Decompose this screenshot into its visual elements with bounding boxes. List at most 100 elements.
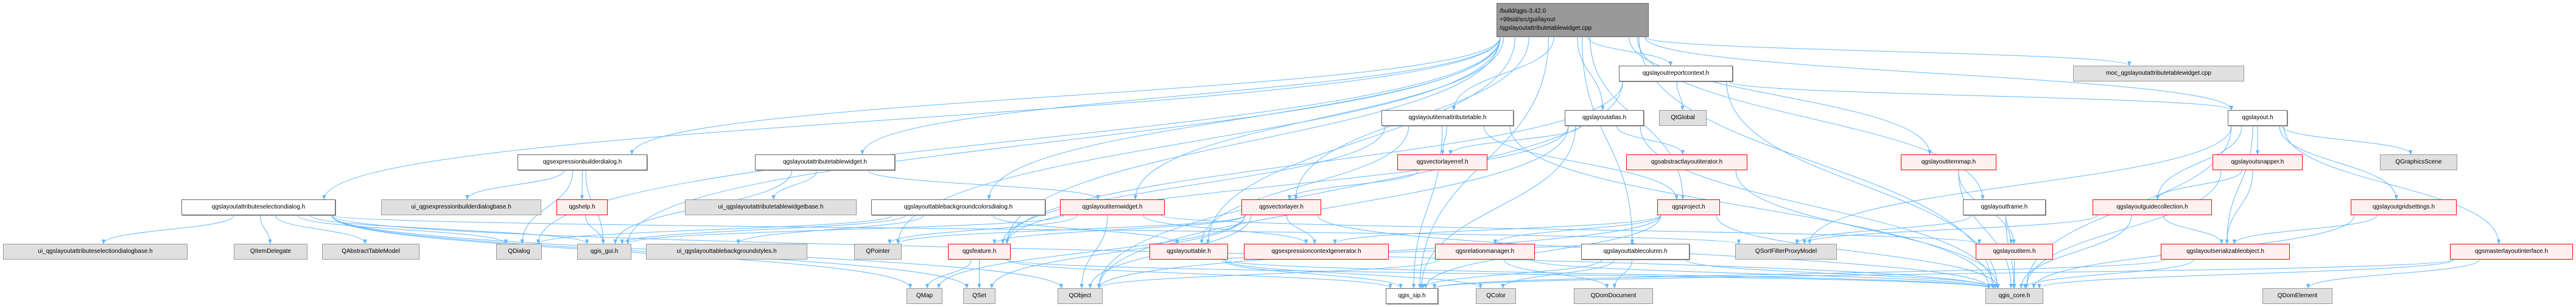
node-snapper[interactable]: qgslayoutsnapper.h xyxy=(2213,154,2303,170)
edge-atlas-to-feature xyxy=(1005,125,1569,244)
edge-snapper-to-serial xyxy=(2225,170,2253,244)
edge-relmgr-to-qobject xyxy=(1097,259,1439,289)
edge-reportcontext-to-layout xyxy=(1728,81,2233,111)
node-atlas[interactable]: qgslayoutatlas.h xyxy=(1565,110,1644,126)
edge-exprdialog-to-qdialog xyxy=(520,170,574,244)
node-vlref[interactable]: qgsvectorlayerref.h xyxy=(1397,154,1487,170)
node-table[interactable]: qgslayouttable.h xyxy=(1149,244,1228,260)
main-file-node[interactable]: /build/qgis-3.42.0+99sid/src/gui/layout /… xyxy=(1497,3,1649,37)
edge-main-to-seldialog xyxy=(322,36,1501,200)
node-serial[interactable]: qgslayoutserializableobject.h xyxy=(2161,244,2290,260)
node-qmap: QMap xyxy=(907,288,942,304)
edge-project-to-sip xyxy=(1423,215,1662,289)
edge-layout-to-guides xyxy=(2155,125,2242,200)
node-feature[interactable]: qgsfeature.h xyxy=(948,244,1011,260)
edge-itemattrtable-to-core xyxy=(1509,125,1992,289)
edge-itemwidget-to-exprgen xyxy=(1142,215,1308,244)
edge-main-to-layout xyxy=(1644,36,2234,111)
node-itemmap[interactable]: qgslayoutitemmap.h xyxy=(1901,154,1996,170)
edge-atlas-to-vlref xyxy=(1448,125,1581,155)
edge-main-to-reportcontext xyxy=(1587,36,1673,66)
edge-master-to-sip xyxy=(1433,259,2454,289)
edge-grid-to-serial xyxy=(2232,215,2378,244)
main-file-label-line: +99sid/src/gui/layout xyxy=(1500,16,1556,23)
edge-main-to-itemmap xyxy=(1629,36,1932,155)
edge-atlas-to-absiter xyxy=(1616,125,1685,155)
node-grid[interactable]: qgslayoutgridsettings.h xyxy=(2351,199,2457,215)
node-attrwidget[interactable]: qgslayoutattributetablewidget.h xyxy=(755,154,895,170)
edge-layout-to-gscene xyxy=(2281,125,2413,155)
edge-itemwidget-to-gui xyxy=(626,215,1064,244)
edge-layout-to-qsfpm xyxy=(1808,125,2232,244)
node-seldialog[interactable]: qgslayoutattributeselectiondialog.h xyxy=(181,199,335,215)
node-exprdialog[interactable]: qgsexpressionbuilderdialog.h xyxy=(518,154,647,170)
node-bgdialog[interactable]: qgslayouttablebackgroundcolorsdialog.h xyxy=(871,199,1045,215)
edge-main-to-table xyxy=(1206,36,1515,244)
node-project[interactable]: qgsproject.h xyxy=(1657,199,1720,215)
edge-vlayer-to-qpointer xyxy=(896,215,1246,244)
main-file-label-line: /build/qgis-3.42.0 xyxy=(1500,8,1546,15)
edge-seldialog-to-qitemdelegate xyxy=(260,215,272,244)
edge-main-to-gui xyxy=(625,36,1501,244)
edge-itemattrtable-to-sip xyxy=(1411,125,1443,289)
edge-snapper-to-core xyxy=(2024,170,2222,289)
node-exprgen[interactable]: qgsexpressioncontextgenerator.h xyxy=(1244,244,1389,260)
node-reportcontext[interactable]: qgslayoutreportcontext.h xyxy=(1619,66,1733,81)
edge-itemwidget-to-qobject xyxy=(1079,215,1108,289)
node-guides[interactable]: qgslayoutguidecollection.h xyxy=(2093,199,2212,215)
node-uiattr: ui_qgslayoutattributetablewidgetbase.h xyxy=(685,199,857,215)
node-qitemdelegate: QItemDelegate xyxy=(234,244,307,260)
edge-relmgr-to-qdomdoc xyxy=(1504,259,1609,289)
edge-bgdialog-to-gui xyxy=(620,215,906,244)
edge-seldialog-to-uisel xyxy=(101,215,234,244)
node-uisel: ui_qgslayoutattributeselectiondialogbase… xyxy=(3,244,188,260)
edge-main-to-core xyxy=(1638,36,1995,289)
node-master[interactable]: qgsmasterlayoutinterface.h xyxy=(2450,244,2573,260)
node-qobject: QObject xyxy=(1058,288,1103,304)
node-qset: QSet xyxy=(963,288,995,304)
edge-main-to-moc xyxy=(1644,36,2132,66)
node-column[interactable]: qgslayouttablecolumn.h xyxy=(1581,244,1690,260)
edge-itemattrtable-to-project xyxy=(1483,125,1679,200)
edge-master-to-core xyxy=(2037,259,2454,289)
edge-main-to-itemattrtable xyxy=(1451,36,1554,111)
edge-relmgr-to-core xyxy=(1531,259,1991,289)
node-layout[interactable]: qgslayout.h xyxy=(2228,110,2287,126)
node-item[interactable]: qgslayoutitem.h xyxy=(1976,244,2053,260)
edge-feature-to-core xyxy=(1006,259,1991,289)
edge-project-to-core xyxy=(1716,215,2000,289)
edge-absiter-to-core xyxy=(1735,170,2000,289)
edge-main-to-column xyxy=(1581,36,1635,244)
node-vlayer[interactable]: qgsvectorlayer.h xyxy=(1241,199,1321,215)
edge-project-to-exprgen xyxy=(1333,215,1662,244)
node-itemattrtable[interactable]: qgslayoutitemattributetable.h xyxy=(1381,110,1514,126)
edge-vlayer-to-feature xyxy=(992,215,1246,244)
edge-attrwidget-to-uiattr xyxy=(771,170,818,200)
edge-column-to-qdomdoc xyxy=(1612,259,1633,289)
edge-seldialog-to-qabstm xyxy=(275,215,367,244)
node-itemwidget[interactable]: qgslayoutitemwidget.h xyxy=(1060,199,1165,215)
edge-column-to-qcolor xyxy=(1501,259,1615,289)
edge-bgdialog-to-table xyxy=(992,215,1179,244)
edge-guides-to-core xyxy=(2019,215,2132,289)
edge-seldialog-to-qsfpm xyxy=(331,215,1741,244)
edge-guides-to-serial xyxy=(2163,215,2224,244)
edge-frame-to-qsfpm xyxy=(1795,215,1972,244)
main-file-label-line: /qgslayoutattributetablewidget.cpp xyxy=(1500,25,1592,32)
edge-attrwidget-to-itemwidget xyxy=(868,170,1100,200)
edge-itemwidget-to-qpointer xyxy=(888,215,1078,244)
edge-vlref-to-vlayer xyxy=(1287,170,1419,200)
node-frame[interactable]: qgslayoutframe.h xyxy=(1963,199,2046,215)
edge-serial-to-core xyxy=(2023,259,2194,289)
edge-column-to-sip xyxy=(1421,259,1602,289)
edge-reportcontext-to-qtglobal xyxy=(1676,81,1685,111)
node-sip[interactable]: qgis_sip.h xyxy=(1386,288,1438,304)
node-help[interactable]: qgshelp.h xyxy=(556,199,608,215)
node-absiter[interactable]: qgsabstractlayoutiterator.h xyxy=(1626,154,1747,170)
node-uiexpr: ui_qgsexpressionbuilderdialogbase.h xyxy=(381,199,541,215)
edge-main-to-attrwidget xyxy=(860,36,1501,155)
edge-snapper-to-guides xyxy=(2155,170,2242,200)
edge-main-to-atlas xyxy=(1577,36,1605,111)
node-relmgr[interactable]: qgsrelationmanager.h xyxy=(1435,244,1535,260)
edge-vlayer-to-exprgen xyxy=(1286,215,1317,244)
